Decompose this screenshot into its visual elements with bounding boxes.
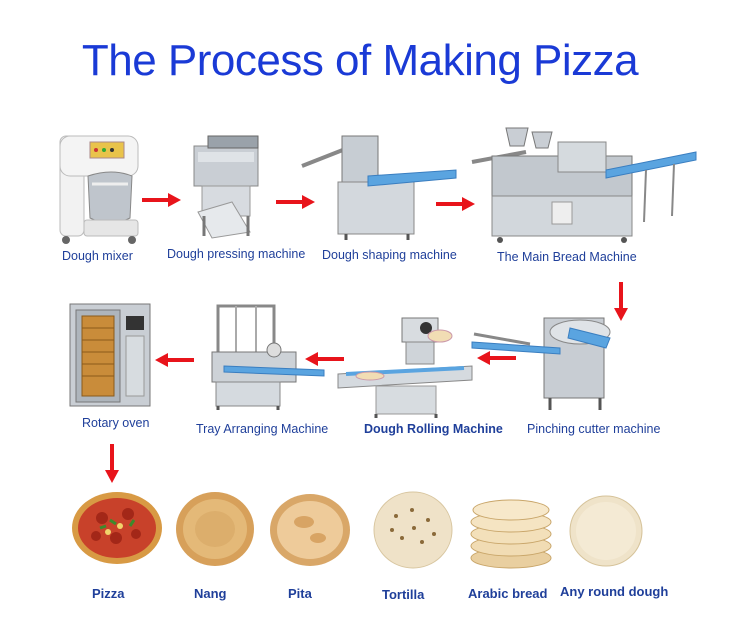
product-label-tortilla: Tortilla	[382, 587, 425, 602]
dough-mixer-icon	[52, 128, 142, 246]
machine-label-dough-pressing: Dough pressing machine	[167, 247, 306, 261]
product-label-round-dough: Any round dough	[560, 584, 669, 599]
arrow-left-icon	[477, 351, 516, 365]
arrow-right-icon	[276, 195, 315, 209]
machine-label-tray-arranging: Tray Arranging Machine	[196, 422, 329, 436]
machine-label-main-bread: The Main Bread Machine	[497, 250, 637, 264]
nang-icon	[176, 492, 254, 566]
machine-label-dough-rolling: Dough Rolling Machine	[364, 422, 503, 436]
rotary-oven-icon	[66, 300, 154, 410]
machine-label-dough-mixer: Dough mixer	[62, 249, 133, 263]
arrow-left-icon	[305, 352, 344, 366]
round-dough-icon	[569, 495, 643, 567]
page-title: The Process of Making Pizza	[81, 36, 639, 85]
dough-press-icon	[188, 132, 268, 240]
pizza-icon	[72, 492, 162, 564]
product-label-pizza: Pizza	[92, 586, 125, 601]
arrow-down-icon	[614, 282, 628, 321]
arrow-right-icon	[142, 193, 181, 207]
product-label-nang: Nang	[194, 586, 227, 601]
arabic-bread-icon	[470, 499, 552, 569]
arrow-right-icon	[436, 197, 475, 211]
pita-icon	[270, 494, 350, 566]
tray-arranger-icon	[204, 300, 328, 412]
dough-shaper-icon	[298, 124, 460, 242]
dough-roller-icon	[336, 314, 476, 418]
bread-machine-icon	[468, 126, 700, 246]
pinching-cutter-icon	[470, 308, 630, 414]
machine-label-rotary-oven: Rotary oven	[82, 416, 150, 430]
machine-label-pinching-cutter: Pinching cutter machine	[527, 422, 661, 436]
product-label-pita: Pita	[288, 586, 312, 601]
arrow-left-icon	[155, 353, 194, 367]
product-label-arabic-bread: Arabic bread	[468, 586, 548, 601]
tortilla-icon	[373, 491, 453, 569]
machine-label-dough-shaping: Dough shaping machine	[322, 248, 457, 262]
arrow-down-icon	[105, 444, 119, 483]
